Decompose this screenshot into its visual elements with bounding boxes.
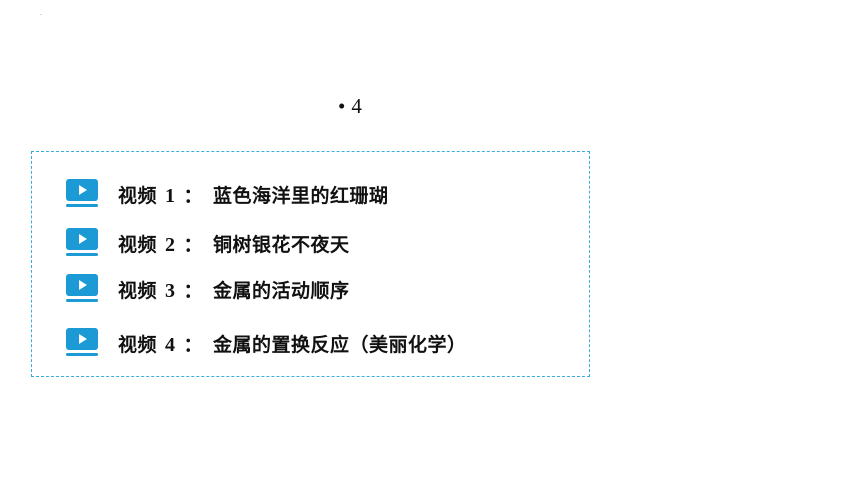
- corner-mark: ·: [40, 12, 42, 19]
- bullet-text: 4: [351, 94, 362, 118]
- video-play-icon[interactable]: [66, 179, 98, 209]
- video-play-icon[interactable]: [66, 328, 98, 358]
- video-play-icon[interactable]: [66, 274, 98, 304]
- bullet-line: •4: [338, 92, 362, 120]
- bullet-symbol: •: [338, 94, 346, 118]
- video-play-icon[interactable]: [66, 228, 98, 258]
